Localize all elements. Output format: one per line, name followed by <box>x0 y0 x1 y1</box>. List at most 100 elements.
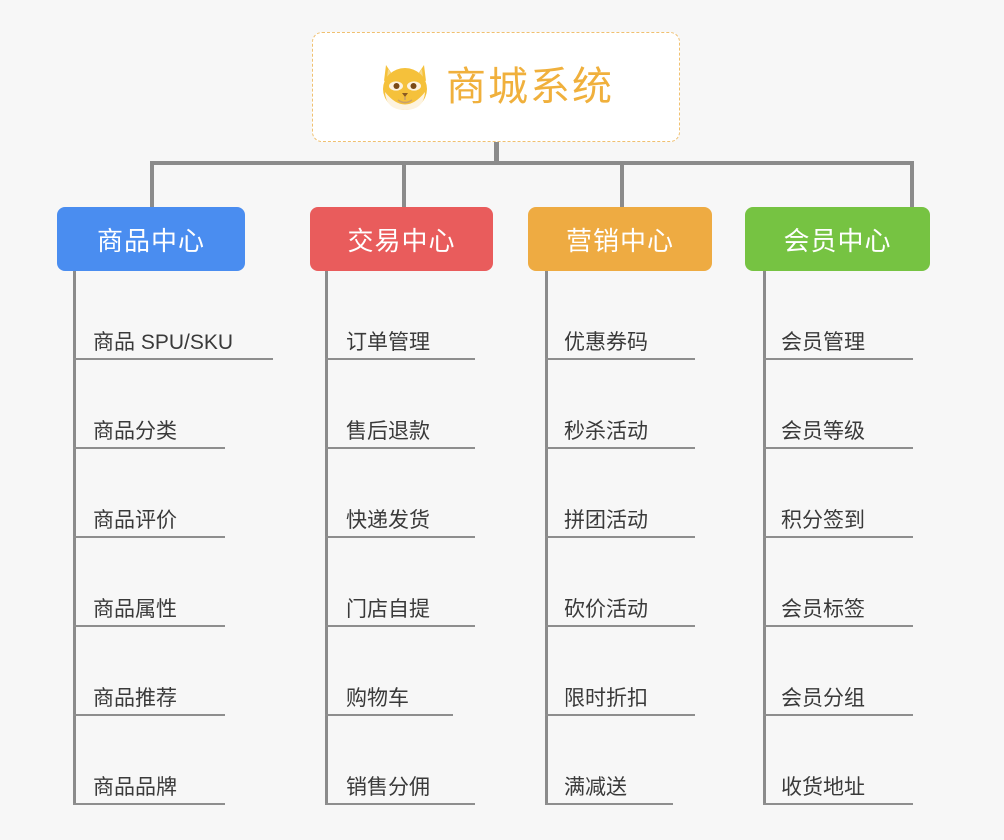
leaf-item-label: 商品分类 <box>93 419 177 443</box>
root-title: 商城系统 <box>446 65 614 109</box>
branch-connector-3 <box>620 161 624 208</box>
branch-connector-4 <box>910 161 914 208</box>
leaf-item-underline <box>73 803 225 805</box>
leaf-item-label: 商品推荐 <box>93 686 177 710</box>
leaf-item[interactable]: 商品品牌 <box>57 716 245 805</box>
category-column-trade-center: 交易中心订单管理售后退款快递发货门店自提购物车销售分佣 <box>310 207 493 805</box>
bus-connector <box>150 161 914 165</box>
trunk-connector-marketing-center <box>545 271 548 805</box>
leaf-item[interactable]: 售后退款 <box>310 360 493 449</box>
leaf-item-label: 会员分组 <box>781 686 865 710</box>
leaf-item-label: 商品评价 <box>93 508 177 532</box>
leaf-item-label: 商品品牌 <box>93 775 177 799</box>
trunk-connector-trade-center <box>325 271 328 805</box>
leaf-item[interactable]: 秒杀活动 <box>528 360 712 449</box>
leaf-item-underline <box>763 536 913 538</box>
leaf-item[interactable]: 优惠券码 <box>528 271 712 360</box>
leaf-item-label: 满减送 <box>564 775 627 799</box>
root-stem-connector <box>494 142 499 164</box>
leaf-item[interactable]: 会员分组 <box>745 627 930 716</box>
leaf-item-underline <box>763 714 913 716</box>
leaf-item[interactable]: 限时折扣 <box>528 627 712 716</box>
category-header-trade-center[interactable]: 交易中心 <box>310 207 493 271</box>
leaf-item-underline <box>325 803 475 805</box>
leaf-item[interactable]: 销售分佣 <box>310 716 493 805</box>
category-header-member-center[interactable]: 会员中心 <box>745 207 930 271</box>
leaf-item-underline <box>325 358 475 360</box>
leaf-item-label: 砍价活动 <box>564 597 648 621</box>
leaf-item-label: 会员标签 <box>781 597 865 621</box>
leaf-item[interactable]: 门店自提 <box>310 538 493 627</box>
leaf-item-underline <box>763 625 913 627</box>
trunk-connector-product-center <box>73 271 76 805</box>
leaf-item-label: 销售分佣 <box>346 775 430 799</box>
category-column-product-center: 商品中心商品 SPU/SKU 商品分类商品评价商品属性商品推荐商品品牌 <box>57 207 273 805</box>
leaf-item[interactable]: 订单管理 <box>310 271 493 360</box>
leaf-item-underline <box>73 358 273 360</box>
leaf-item[interactable]: 会员管理 <box>745 271 930 360</box>
leaf-item-label: 积分签到 <box>781 508 865 532</box>
leaf-item[interactable]: 积分签到 <box>745 449 930 538</box>
shiba-dog-face-icon <box>378 61 432 113</box>
leaf-item-underline <box>73 536 225 538</box>
leaf-item-underline <box>545 536 695 538</box>
leaf-item-underline <box>73 447 225 449</box>
leaf-item[interactable]: 会员等级 <box>745 360 930 449</box>
leaf-item-label: 订单管理 <box>346 330 430 354</box>
leaf-item-underline <box>763 447 913 449</box>
leaf-list-marketing-center: 优惠券码秒杀活动拼团活动砍价活动限时折扣满减送 <box>528 271 712 805</box>
leaf-item-label: 秒杀活动 <box>564 419 648 443</box>
leaf-item-label: 购物车 <box>346 686 409 710</box>
root-node[interactable]: 商城系统 <box>312 32 680 142</box>
leaf-item-label: 商品 SPU/SKU <box>93 330 234 354</box>
leaf-item[interactable]: 会员标签 <box>745 538 930 627</box>
leaf-item-label: 快递发货 <box>346 508 430 532</box>
leaf-item-label: 售后退款 <box>346 419 430 443</box>
leaf-item-label: 会员等级 <box>781 419 865 443</box>
leaf-list-product-center: 商品 SPU/SKU 商品分类商品评价商品属性商品推荐商品品牌 <box>57 271 273 805</box>
category-header-product-center[interactable]: 商品中心 <box>57 207 245 271</box>
leaf-item-underline <box>325 625 475 627</box>
leaf-item-label: 会员管理 <box>781 330 865 354</box>
trunk-connector-member-center <box>763 271 766 805</box>
branch-connector-2 <box>402 161 406 208</box>
leaf-item-underline <box>73 714 225 716</box>
leaf-item[interactable]: 收货地址 <box>745 716 930 805</box>
category-header-marketing-center[interactable]: 营销中心 <box>528 207 712 271</box>
leaf-item-underline <box>545 625 695 627</box>
leaf-item-underline <box>545 714 695 716</box>
leaf-item[interactable]: 满减送 <box>528 716 712 805</box>
leaf-list-member-center: 会员管理会员等级积分签到会员标签会员分组收货地址 <box>745 271 930 805</box>
branch-connector-1 <box>150 161 154 208</box>
leaf-item-underline <box>73 625 225 627</box>
leaf-item[interactable]: 商品属性 <box>57 538 245 627</box>
leaf-item[interactable]: 商品评价 <box>57 449 245 538</box>
leaf-item-underline <box>325 714 453 716</box>
leaf-item-label: 限时折扣 <box>564 686 648 710</box>
leaf-item-underline <box>325 447 475 449</box>
leaf-item[interactable]: 商品 SPU/SKU <box>57 271 273 360</box>
leaf-item[interactable]: 购物车 <box>310 627 493 716</box>
leaf-item-label: 拼团活动 <box>564 508 648 532</box>
leaf-item-underline <box>545 447 695 449</box>
category-column-marketing-center: 营销中心优惠券码秒杀活动拼团活动砍价活动限时折扣满减送 <box>528 207 712 805</box>
leaf-item[interactable]: 商品分类 <box>57 360 245 449</box>
leaf-list-trade-center: 订单管理售后退款快递发货门店自提购物车销售分佣 <box>310 271 493 805</box>
leaf-item-underline <box>325 536 475 538</box>
leaf-item-label: 优惠券码 <box>564 330 648 354</box>
category-header-label: 交易中心 <box>347 225 456 256</box>
leaf-item-underline <box>545 803 673 805</box>
leaf-item[interactable]: 拼团活动 <box>528 449 712 538</box>
category-header-label: 会员中心 <box>783 225 892 256</box>
leaf-item-underline <box>545 358 695 360</box>
leaf-item-label: 收货地址 <box>781 775 865 799</box>
leaf-item[interactable]: 砍价活动 <box>528 538 712 627</box>
leaf-item[interactable]: 快递发货 <box>310 449 493 538</box>
leaf-item-label: 门店自提 <box>346 597 430 621</box>
leaf-item[interactable]: 商品推荐 <box>57 627 245 716</box>
leaf-item-underline <box>763 358 913 360</box>
category-header-label: 商品中心 <box>96 225 205 256</box>
leaf-item-underline <box>763 803 913 805</box>
leaf-item-label: 商品属性 <box>93 597 177 621</box>
